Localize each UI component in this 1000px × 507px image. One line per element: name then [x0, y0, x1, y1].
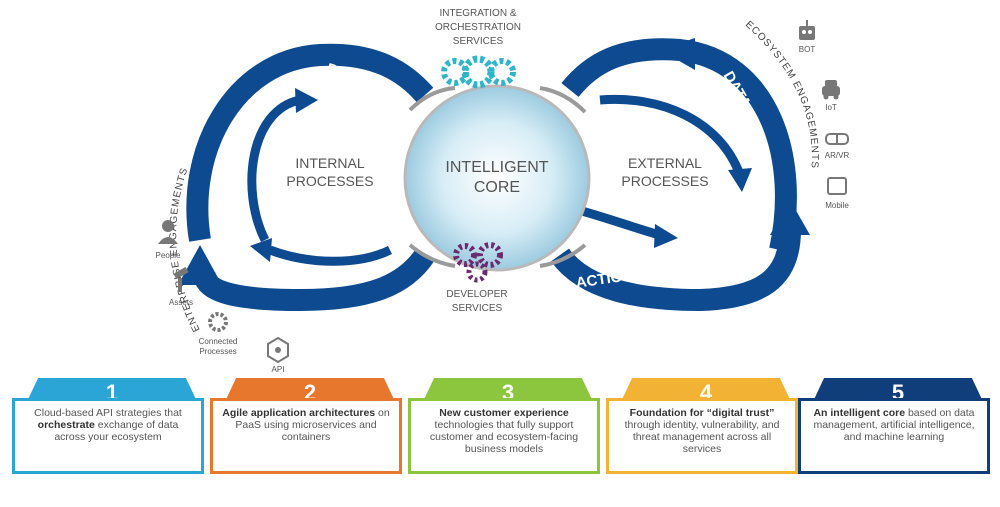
card-5-text: An intelligent core based on data manage…: [798, 398, 990, 474]
right-inner-top-arrowhead: [728, 168, 752, 192]
ar-vr-label: AR/VR: [825, 151, 850, 160]
core-connector-bottom-left: [408, 243, 456, 268]
api-icon: [267, 336, 289, 364]
capabilities-cards: 1 Cloud-based API strategies that orches…: [0, 372, 1000, 502]
iot-icon: [822, 80, 840, 100]
right-outer-top-arrowhead: [660, 38, 695, 70]
left-inner-bottom-arrowhead: [250, 238, 272, 262]
left-inner-bottom-arrow: [268, 245, 393, 266]
right-outer-bottom-arrow: [551, 229, 801, 312]
bot-icon: [799, 20, 815, 40]
infinity-diagram: INTELLIGENT CORE INTEGRATION & ORCHESTRA…: [156, 8, 850, 374]
internal-processes-line1: INTERNAL: [295, 155, 364, 171]
card-4-text: Foundation for “digital trust” through i…: [606, 398, 798, 474]
people-label: People: [156, 251, 181, 260]
developer-label-line1: DEVELOPER: [446, 289, 507, 300]
external-processes-line1: EXTERNAL: [628, 155, 702, 171]
right-outer-top-arrow: [561, 38, 797, 253]
core-label-line2: CORE: [474, 179, 520, 196]
right-inner-top-arrow: [599, 94, 745, 177]
integration-gears-icon: [441, 55, 516, 89]
core-connector-top-right: [539, 86, 587, 114]
integration-label-line3: SERVICES: [453, 36, 504, 47]
left-inner-top-arrow: [247, 95, 302, 243]
iot-label: IoT: [825, 103, 837, 112]
core-connector-bottom-right: [539, 243, 587, 268]
mobile-label: Mobile: [825, 201, 849, 210]
connected-label-line1: Connected: [199, 337, 238, 346]
api-label: API: [272, 365, 285, 374]
card-1-text: Cloud-based API strategies that orchestr…: [12, 398, 204, 474]
connected-label-line2: Processes: [199, 347, 236, 356]
developer-gears-icon: [453, 242, 503, 283]
card-1: 1 Cloud-based API strategies that orches…: [12, 372, 212, 482]
mobile-icon: [827, 177, 847, 195]
right-inner-bottom-arrowhead: [654, 224, 678, 248]
card-5: 5 An intelligent core based on data mana…: [798, 372, 998, 482]
integration-label-line1: INTEGRATION &: [439, 8, 516, 19]
core-label-line1: INTELLIGENT: [445, 159, 548, 176]
left-insights-label: INSIGHTS: [226, 256, 299, 285]
intelligent-core-circle: [403, 84, 591, 272]
developer-label-line2: SERVICES: [452, 303, 503, 314]
external-processes-line2: PROCESSES: [621, 173, 708, 189]
card-4: 4 Foundation for “digital trust” through…: [606, 372, 806, 482]
core-connector-top-left: [408, 86, 456, 112]
bot-label: BOT: [799, 45, 816, 54]
connected-processes-icon: [208, 312, 228, 332]
left-outer-bottom-arrow: [193, 248, 435, 312]
assets-label: Assets: [169, 298, 193, 307]
internal-processes-line2: PROCESSES: [286, 173, 373, 189]
ar-vr-icon: [825, 133, 849, 145]
right-outer-bottom-arrowhead: [770, 200, 810, 235]
people-icon: [158, 220, 178, 244]
card-3-text: New customer experience technologies tha…: [408, 398, 600, 474]
card-3: 3 New customer experience technologies t…: [408, 372, 608, 482]
card-2-text: Agile application architectures on PaaS …: [210, 398, 402, 474]
assets-icon: [173, 266, 189, 292]
card-2: 2 Agile application architectures on Paa…: [210, 372, 410, 482]
integration-label-line2: ORCHESTRATION: [435, 22, 521, 33]
left-outer-top-arrow: [186, 43, 434, 242]
left-inner-top-arrowhead: [295, 88, 318, 113]
